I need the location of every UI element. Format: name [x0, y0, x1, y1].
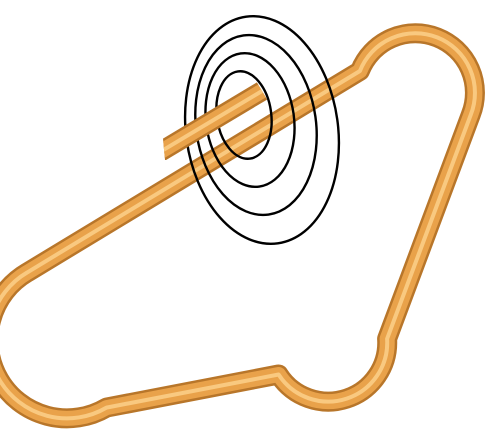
loop-tube — [0, 33, 475, 418]
loop-highlight — [0, 33, 475, 418]
current-loop — [0, 33, 475, 418]
loop-outline — [0, 33, 475, 418]
